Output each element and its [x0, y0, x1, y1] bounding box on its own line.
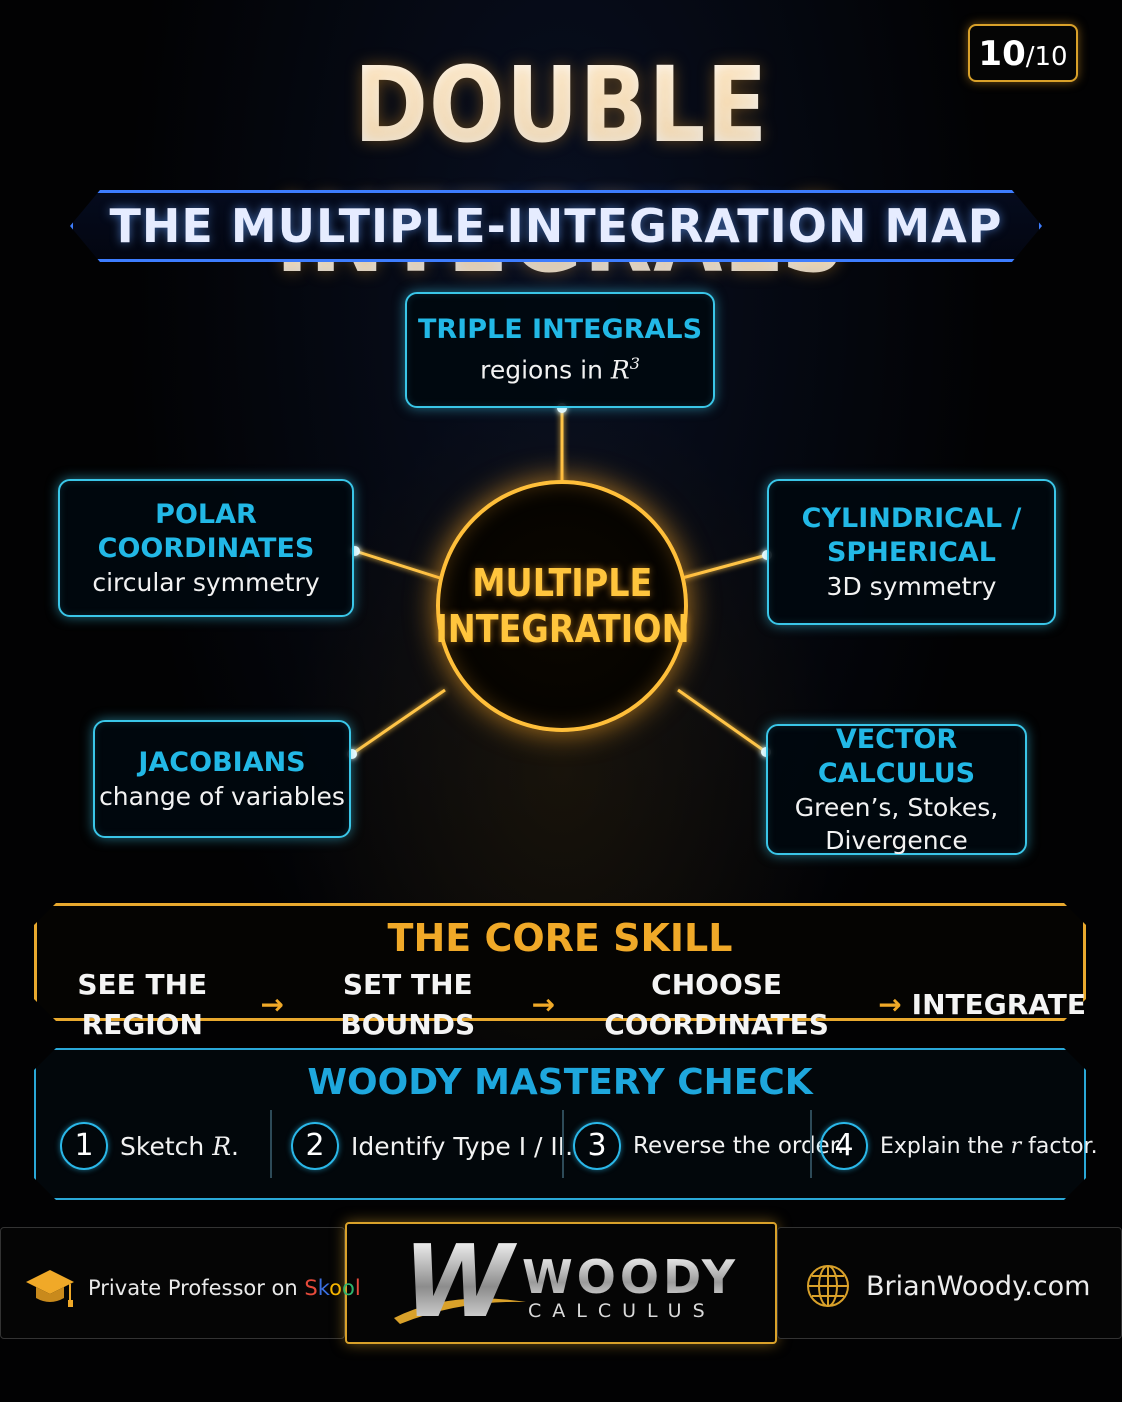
core-step-4: INTEGRATE — [911, 988, 1086, 1021]
node-vector-calculus: VECTOR CALCULUS Green’s, Stokes, Diverge… — [766, 724, 1027, 855]
center-hub-line1: MULTIPLE — [471, 561, 653, 605]
mastery-text-3: Reverse the order. — [633, 1133, 845, 1159]
node-polar-coordinates: POLAR COORDINATES circular symmetry — [58, 479, 354, 617]
core-skill-title: THE CORE SKILL — [387, 916, 733, 960]
connector-vector — [677, 688, 767, 754]
mastery-check-panel — [34, 1048, 1086, 1200]
subtitle-banner — [70, 190, 1042, 262]
mastery-check-title: WOODY MASTERY CHECK — [307, 1062, 813, 1103]
skool-prefix: Private Professor on — [88, 1276, 305, 1300]
connector-polar — [354, 549, 441, 580]
website-text: BrianWoody.com — [866, 1270, 1091, 1302]
logo-w-mark: W — [398, 1232, 518, 1332]
node-vec-subtitle-line2: Divergence — [825, 825, 968, 855]
mastery-text-4-math: r — [1010, 1133, 1022, 1159]
mastery-text-1-post: . — [231, 1131, 239, 1161]
website-link[interactable]: BrianWoody.com — [804, 1262, 1090, 1310]
logo-subtext: CALCULUS — [528, 1300, 716, 1322]
mastery-text-2: Identify Type I / II. — [351, 1131, 574, 1161]
core-step-3: CHOOSE COORDINATES — [604, 968, 829, 1041]
core-skill-panel — [34, 903, 1086, 1021]
skool-link[interactable]: Private Professor on Skool — [24, 1262, 361, 1314]
page-separator: / — [1025, 42, 1035, 72]
mastery-divider — [562, 1110, 564, 1178]
mastery-text-1-math: R — [212, 1131, 232, 1161]
node-cyl-title-line1: CYLINDRICAL / — [801, 502, 1022, 534]
skool-letter: S — [304, 1276, 318, 1300]
mastery-divider — [270, 1110, 272, 1178]
node-triple-integrals: TRIPLE INTEGRALS regions in R3 — [405, 292, 715, 408]
skool-letter: k — [317, 1276, 330, 1300]
globe-icon — [807, 1265, 849, 1307]
mastery-text-1-pre: Sketch — [120, 1131, 213, 1161]
node-polar-subtitle: circular symmetry — [92, 567, 320, 597]
skool-letter: o — [342, 1276, 355, 1300]
skool-text: Private Professor on Skool — [88, 1276, 361, 1300]
mastery-text-4-pre: Explain the — [880, 1133, 1011, 1159]
connector-cylindrical — [681, 553, 768, 580]
page-counter-badge: 10 / 10 — [968, 24, 1078, 82]
arrow-icon: → — [260, 988, 284, 1021]
page-total: 10 — [1034, 42, 1068, 72]
mastery-text-1: Sketch R. — [120, 1132, 239, 1161]
page-current: 10 — [978, 34, 1026, 74]
mastery-item-1: 1 Sketch R. — [60, 1118, 239, 1174]
arrow-icon: → — [878, 988, 902, 1021]
connector-jacobians — [351, 688, 446, 756]
core-step-1: SEE THE REGION — [77, 968, 208, 1041]
node-triple-title: TRIPLE INTEGRALS — [417, 314, 703, 346]
core-skill-steps: SEE THE REGION → SET THE BOUNDS → CHOOSE… — [34, 965, 1086, 1045]
node-cylindrical-spherical: CYLINDRICAL / SPHERICAL 3D symmetry — [767, 479, 1056, 625]
node-triple-sub-exponent: 3 — [629, 354, 640, 374]
arrow-icon: → — [531, 988, 556, 1021]
logo-wordmark: WOODY — [522, 1250, 740, 1304]
core-step-2: SET THE BOUNDS — [340, 968, 476, 1041]
node-vec-title: VECTOR CALCULUS — [817, 723, 976, 789]
mastery-divider — [810, 1110, 812, 1178]
node-jac-title: JACOBIANS — [138, 746, 306, 778]
node-cyl-title-line2: SPHERICAL — [826, 536, 997, 568]
mastery-number-2: 2 — [291, 1122, 339, 1170]
mastery-item-3: 3 Reverse the order. — [573, 1118, 844, 1174]
node-vec-subtitle-line1: Green’s, Stokes, — [794, 792, 999, 822]
node-triple-sub-math: R — [610, 355, 630, 385]
skool-letter: o — [329, 1276, 343, 1300]
logo-swoosh-icon — [394, 1298, 526, 1324]
mastery-number-4: 4 — [820, 1122, 868, 1170]
mastery-text-4: Explain the r factor. — [880, 1134, 1098, 1159]
mastery-number-1: 1 — [60, 1122, 108, 1170]
node-triple-sub-text: regions in — [480, 355, 611, 385]
skool-letter: l — [354, 1276, 361, 1300]
graduation-cap-icon — [26, 1270, 74, 1307]
mastery-item-4: 4 Explain the r factor. — [820, 1118, 1098, 1174]
footer-website-panel[interactable] — [777, 1227, 1122, 1339]
node-triple-subtitle: regions in R3 — [407, 347, 713, 386]
node-cyl-subtitle: 3D symmetry — [826, 571, 997, 601]
subtitle-text: THE MULTIPLE-INTEGRATION MAP — [109, 199, 1003, 253]
node-jac-subtitle: change of variables — [99, 781, 345, 811]
center-hub-line2: INTEGRATION — [434, 607, 690, 651]
node-jacobians: JACOBIANS change of variables — [93, 720, 351, 838]
mastery-number-3: 3 — [573, 1122, 621, 1170]
mastery-item-2: 2 Identify Type I / II. — [291, 1118, 573, 1174]
node-polar-title: POLAR COORDINATES — [97, 498, 315, 564]
footer-logo-panel — [345, 1222, 777, 1344]
mastery-text-4-post: factor. — [1021, 1133, 1098, 1159]
center-hub: MULTIPLE INTEGRATION — [434, 480, 690, 732]
